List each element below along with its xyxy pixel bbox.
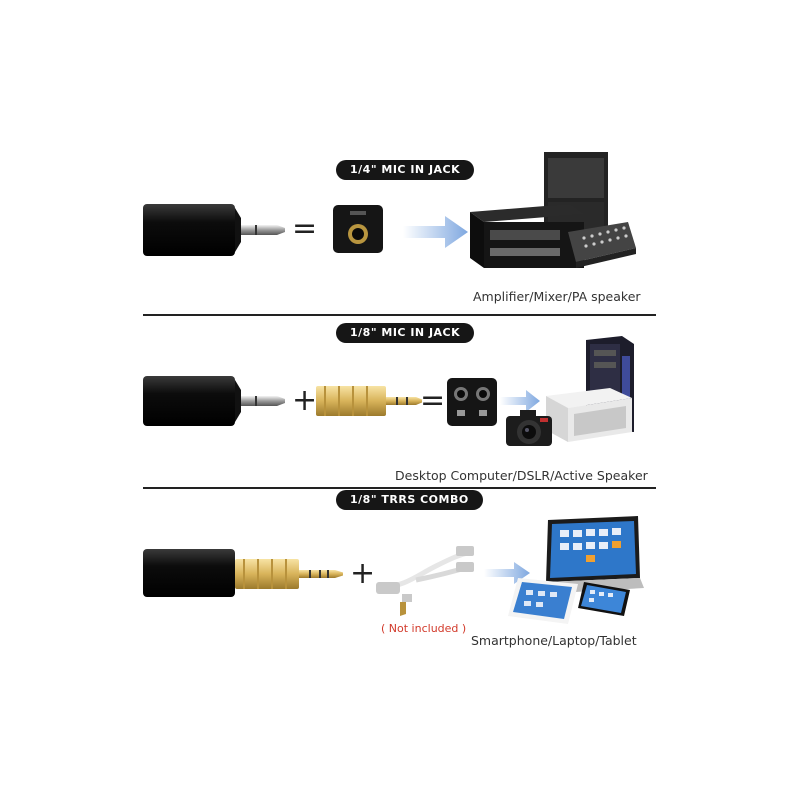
row-eighth-inch: 1/8" MIC IN JACK + = xyxy=(143,323,648,483)
mic-plug-icon xyxy=(143,376,285,426)
gold-adapter-icon xyxy=(316,386,422,416)
row-label: 1/8" MIC IN JACK xyxy=(336,323,475,343)
arrow-icon xyxy=(403,216,468,248)
plus-sign: + xyxy=(292,383,318,418)
amplifier-rack-icon xyxy=(470,152,636,268)
splitter-cable-icon xyxy=(376,546,474,616)
jack-socket-icon xyxy=(333,205,383,253)
row-label: 1/4" MIC IN JACK xyxy=(336,160,475,180)
not-included-note: ( Not included ) xyxy=(381,622,467,635)
divider xyxy=(143,487,656,489)
row-label: 1/8" TRRS COMBO xyxy=(336,490,483,510)
device-caption: Amplifier/Mixer/PA speaker xyxy=(473,289,641,304)
device-caption: Smartphone/Laptop/Tablet xyxy=(471,633,637,648)
row-quarter-inch: 1/4" MIC IN JACK = xyxy=(0,0,800,320)
mic-plug-icon xyxy=(143,549,235,597)
speaker-icon xyxy=(546,388,632,442)
device-caption: Desktop Computer/DSLR/Active Speaker xyxy=(395,468,648,483)
equals-sign: = xyxy=(292,211,318,246)
tablet-icon xyxy=(508,578,578,624)
arrow-icon xyxy=(500,390,540,412)
mic-plug-icon xyxy=(143,204,285,256)
camera-icon xyxy=(506,410,552,446)
equals-sign: = xyxy=(420,383,446,418)
jack-socket-icon xyxy=(447,378,497,426)
smartphone-icon xyxy=(578,582,630,616)
plus-sign: + xyxy=(350,556,376,591)
divider xyxy=(143,314,656,316)
gold-adapter-icon xyxy=(235,559,343,589)
